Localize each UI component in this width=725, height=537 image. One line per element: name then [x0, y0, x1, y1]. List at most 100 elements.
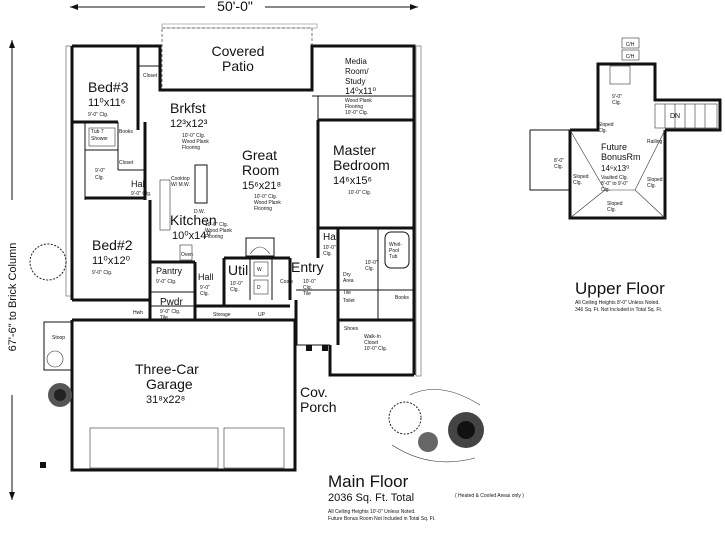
svg-text:Util: Util: [228, 262, 248, 278]
svg-text:Future Bonus Room Not Included: Future Bonus Room Not Included in Total …: [328, 516, 435, 522]
svg-text:14⁰x11⁰: 14⁰x11⁰: [345, 86, 376, 96]
oven-box: [179, 244, 193, 261]
svg-text:Vaulted Clg.: Vaulted Clg.: [601, 175, 628, 181]
svg-text:Toilet: Toilet: [343, 298, 355, 304]
room-util: Util 10'-0" Clg. W D: [228, 262, 262, 293]
svg-text:DN: DN: [670, 113, 680, 120]
svg-text:9'-0": 9'-0": [612, 94, 622, 100]
main-floor-title: Main Floor: [328, 472, 409, 491]
svg-text:Clg.: Clg.: [612, 100, 621, 106]
room-master: Master Bedroom 14⁶x15⁶ 10'-0" Clg.: [333, 142, 390, 196]
svg-text:9'-0" Clg.: 9'-0" Clg.: [131, 191, 151, 197]
svg-text:Great: Great: [242, 147, 277, 163]
svg-text:Bed#3: Bed#3: [88, 79, 129, 95]
svg-text:Study: Study: [345, 77, 365, 86]
svg-text:C/H: C/H: [626, 42, 635, 48]
room-misc: Storage UP Hwh Stoop: [52, 310, 266, 341]
svg-text:Wood Plank: Wood Plank: [182, 139, 209, 145]
svg-text:Railing: Railing: [647, 139, 663, 145]
width-dimension: 50'-0": [70, 0, 418, 14]
svg-text:346 Sq. Ft. Not Included in To: 346 Sq. Ft. Not Included in Total Sq. Ft…: [575, 307, 662, 313]
svg-text:D: D: [257, 285, 261, 291]
svg-text:Future: Future: [601, 142, 627, 152]
svg-text:14⁶x15⁶: 14⁶x15⁶: [333, 175, 372, 187]
room-pwdr: Pwdr 9'-0" Clg. Tile: [160, 297, 183, 321]
fixtures: [40, 127, 410, 469]
svg-text:W/ M.W.: W/ M.W.: [171, 182, 190, 188]
svg-text:10'-0" Clg.: 10'-0" Clg.: [364, 346, 387, 352]
svg-text:31⁸x22⁸: 31⁸x22⁸: [146, 394, 185, 406]
room-brkfst: Brkfst 12³x12³ 10'-0" Clg. Wood Plank Fl…: [170, 100, 209, 151]
main-floor-area: 2036 Sq. Ft. Total: [328, 492, 414, 504]
svg-text:Dry: Dry: [343, 272, 351, 278]
svg-text:Kitchen: Kitchen: [170, 212, 217, 228]
svg-text:10'-0" Clg.: 10'-0" Clg.: [254, 194, 277, 200]
svg-text:Sloped: Sloped: [573, 174, 589, 180]
svg-text:Pool: Pool: [389, 248, 399, 254]
svg-text:9'-0" Clg.: 9'-0" Clg.: [88, 112, 108, 118]
svg-text:Pwdr: Pwdr: [160, 297, 183, 308]
upper-stairs: [654, 103, 718, 129]
room-bed3: Bed#3 11⁰x11⁶ 9'-0" Clg. Closet: [88, 73, 158, 118]
interior-walls: [72, 46, 414, 345]
svg-text:Clg.: Clg.: [95, 175, 104, 181]
svg-text:Clg.: Clg.: [573, 180, 582, 186]
svg-text:10'-0" Clg.: 10'-0" Clg.: [345, 110, 368, 116]
svg-text:C/H: C/H: [626, 54, 635, 60]
svg-text:Covered: Covered: [212, 43, 265, 59]
room-great: Great Room 15⁶x21⁸ 10'-0" Clg. Wood Plan…: [242, 147, 281, 212]
svg-text:9'-0" Clg.: 9'-0" Clg.: [156, 279, 176, 285]
svg-text:All Ceiling Heights 10'-0" Unl: All Ceiling Heights 10'-0" Unless Noted.: [328, 509, 416, 515]
svg-text:Wood Plank: Wood Plank: [254, 200, 281, 206]
svg-text:Closet: Closet: [119, 160, 134, 166]
svg-text:Flooring: Flooring: [182, 145, 200, 151]
svg-text:Clg.: Clg.: [303, 285, 312, 291]
svg-text:D.W.: D.W.: [194, 209, 205, 215]
upper-floor-caption: Upper Floor All Ceiling Heights 8'-0" Un…: [575, 279, 665, 313]
svg-text:Closet: Closet: [143, 73, 158, 79]
width-dimension-label: 50'-0": [217, 0, 253, 14]
room-entry: Entry 10'-0" Clg. Tile Coats: [280, 259, 324, 297]
svg-text:Three-Car: Three-Car: [135, 361, 199, 377]
svg-text:Books: Books: [119, 129, 133, 135]
svg-text:Hall: Hall: [198, 272, 214, 282]
landscaping: [29, 243, 484, 463]
room-pantry: Pantry 9'-0" Clg.: [156, 266, 183, 285]
svg-text:Closet: Closet: [364, 340, 379, 346]
svg-text:Pantry: Pantry: [156, 266, 183, 276]
svg-text:Media: Media: [345, 57, 367, 66]
fireplace: [245, 237, 275, 257]
svg-text:Tub 7: Tub 7: [91, 129, 104, 135]
svg-text:Hall: Hall: [323, 232, 340, 243]
svg-text:Patio: Patio: [222, 58, 254, 74]
svg-text:Clg.: Clg.: [647, 183, 656, 189]
svg-text:Shoes: Shoes: [344, 326, 359, 332]
svg-text:Tile: Tile: [160, 315, 168, 321]
svg-text:Clg.: Clg.: [601, 187, 610, 193]
upper-floor-plan: C/H C/H DN 9'-0" Clg. Sloped Clg. Future…: [529, 37, 722, 220]
svg-text:UP: UP: [258, 312, 266, 318]
garage-door-single: [223, 427, 285, 469]
svg-text:Tub: Tub: [389, 254, 398, 260]
svg-text:15⁶x21⁸: 15⁶x21⁸: [242, 180, 281, 192]
svg-text:Flooring: Flooring: [345, 104, 363, 110]
svg-text:Bedroom: Bedroom: [333, 157, 390, 173]
svg-text:Master: Master: [333, 142, 376, 158]
svg-text:Cooktop: Cooktop: [171, 176, 190, 182]
covered-patio: Covered Patio: [161, 27, 313, 91]
room-hall-mid: Hall 9'-0" Clg.: [198, 272, 214, 297]
svg-text:Clg.: Clg.: [554, 164, 563, 170]
room-garage: Three-Car Garage 31⁸x22⁸: [135, 361, 199, 406]
svg-text:Area: Area: [343, 278, 354, 284]
svg-text:Sloped: Sloped: [647, 177, 663, 183]
room-hall-master: Hall 10'-0" Clg.: [323, 232, 340, 257]
svg-text:11⁰x12⁰: 11⁰x12⁰: [92, 255, 131, 267]
svg-text:10'-0" Clg.: 10'-0" Clg.: [205, 222, 228, 228]
svg-text:BonusRm: BonusRm: [601, 152, 641, 162]
svg-text:Porch: Porch: [300, 399, 337, 415]
garage-door-double: [89, 427, 219, 469]
svg-text:Garage: Garage: [146, 376, 193, 392]
svg-text:Clg.: Clg.: [200, 291, 209, 297]
svg-text:8'-0": 8'-0": [554, 158, 564, 164]
